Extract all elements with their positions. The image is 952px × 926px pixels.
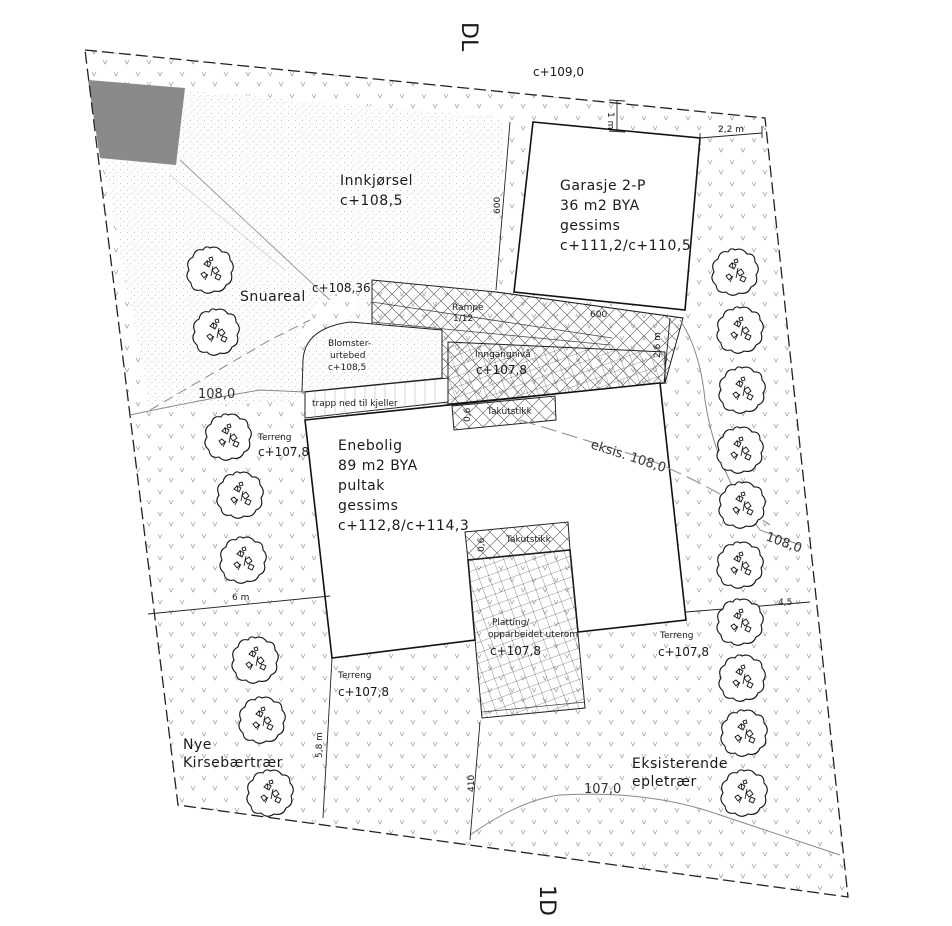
- terrace-level: c+107,8: [490, 644, 541, 658]
- terrace-line1: Platting/: [492, 618, 530, 628]
- terrace[interactable]: [467, 549, 586, 719]
- ramp-slope-lines: [371, 301, 613, 346]
- terrace-line2: opparbeidet uterom: [488, 630, 578, 640]
- terrain-left-label: Terreng: [257, 433, 292, 443]
- eaves-bottom-label: Takutstikk: [505, 535, 552, 545]
- house-levels: c+112,8/c+114,3: [338, 518, 469, 534]
- garage-levels: c+111,2/c+110,5: [560, 238, 691, 254]
- dim-58m: 5,8 m: [315, 732, 325, 758]
- entrance-label: Inngangnivå: [475, 349, 531, 360]
- eaves-top-label: Takutstikk: [486, 407, 533, 417]
- parking-dark: [88, 80, 185, 165]
- flowerbed-line1: Blomster-: [328, 339, 371, 349]
- stair: [304, 377, 449, 419]
- house-roof: pultak: [338, 478, 385, 494]
- driveway-gravel-texture: [88, 82, 505, 410]
- stair-treads: [314, 380, 436, 417]
- flowerbed-texture: [302, 322, 442, 392]
- dim-22m: 2,2 m: [718, 125, 744, 135]
- dim-1m: 1 m: [605, 112, 615, 129]
- contour-107: [469, 793, 841, 856]
- garage-area: 36 m2 BYA: [560, 198, 640, 214]
- house-name: Enebolig: [338, 438, 402, 454]
- snow-area-level: c+108,36: [312, 281, 371, 295]
- lot-boundary: [84, 49, 849, 898]
- dim-410: 410: [467, 775, 477, 792]
- snow-area-name: Snuareal: [240, 289, 306, 305]
- boundary-top-level: c+109,0: [533, 65, 584, 79]
- eaves-bottom-dim: 0,6: [477, 537, 487, 552]
- entrance-level: c+107,8: [476, 363, 527, 377]
- terrace-edge: [481, 701, 586, 713]
- contour-108-left-label: 108,0: [198, 387, 235, 402]
- eaves-top-dim: 0,6: [463, 407, 473, 422]
- house-area: 89 m2 BYA: [338, 458, 418, 474]
- garage-name: Garasje 2-P: [560, 178, 646, 194]
- terrain-bottom-right-level: c+107,8: [658, 645, 709, 659]
- new-trees-line1: Nye: [183, 737, 212, 753]
- new-trees-line2: Kirsebærtrær: [183, 755, 283, 771]
- stair-label: trapp ned til kjeller: [312, 399, 398, 409]
- section-marker-bottom: 1D: [534, 885, 559, 916]
- terrain-left-level: c+107,8: [258, 445, 309, 459]
- dim-600-horizontal: 600: [590, 310, 607, 320]
- flowerbed-level: c+108,5: [328, 363, 366, 373]
- dim-600-vertical: 600: [493, 197, 503, 214]
- house-gesims-label: gessims: [338, 498, 398, 514]
- garage-building: [513, 121, 701, 311]
- flowerbed-line2: urtebed: [330, 351, 365, 361]
- contour-108-left: [129, 389, 306, 416]
- terrain-bottom-left-level: c+107,8: [338, 685, 389, 699]
- terrain-bottom-left-label: Terreng: [337, 671, 372, 681]
- terrain-bottom-right-label: Terreng: [659, 631, 694, 641]
- existing-trees-line1: Eksisterende: [632, 756, 728, 772]
- driveway-edge-line: [179, 159, 331, 301]
- snow-area-dashed: [149, 319, 311, 411]
- driveway-edge-line-2: [169, 174, 286, 271]
- existing-trees-line2: epletrær: [632, 774, 697, 790]
- garage-gesims-label: gessims: [560, 218, 620, 234]
- ramp-slope: 1/12: [453, 314, 473, 324]
- driveway-name: Innkjørsel: [340, 173, 413, 189]
- contour-107-label: 107,0: [584, 782, 621, 797]
- dim-45: 4,5: [778, 598, 792, 608]
- driveway-level: c+108,5: [340, 193, 403, 209]
- dimension-lines: [147, 99, 811, 841]
- eaves-top[interactable]: [451, 395, 557, 431]
- dim-6m: 6 m: [232, 593, 249, 603]
- ramp-label: Rampe: [452, 303, 484, 313]
- section-marker-top: DL: [456, 22, 481, 52]
- dim-26m: 2,6 m: [653, 332, 663, 358]
